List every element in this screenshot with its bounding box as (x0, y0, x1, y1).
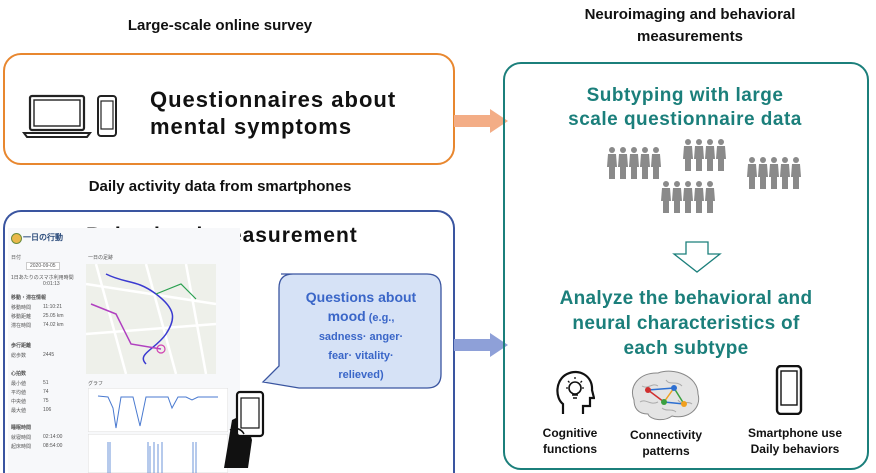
survey-header: Large-scale online survey (127, 17, 313, 34)
sleep-section: 睡眠時間 (11, 425, 32, 431)
subtyping-line1: Subtyping with large (586, 85, 784, 106)
daily-activity-header: Daily activity data from smartphones (88, 178, 352, 195)
connectivity-line1: Connectivity (629, 428, 702, 442)
down-arrow-icon (672, 241, 722, 273)
cognitive-line1: Cognitive (542, 426, 598, 440)
smartphone-label: Smartphone use Daily behaviors (730, 425, 860, 457)
bubble-text: Questions about mood (e.g., sadness· ang… (282, 288, 440, 385)
survey-title-line2: mental symptoms (150, 114, 353, 139)
heart-row-1-key: 平均値 (11, 390, 27, 396)
usage-value: 0:01:13 (43, 281, 60, 287)
head-lightbulb-icon (556, 370, 595, 414)
move-row-0-key: 移動時間 (11, 305, 32, 311)
date-value: 2020-09-05 (26, 262, 60, 270)
people-groups-icon (607, 139, 801, 213)
heart-section: 心拍数 (11, 371, 27, 377)
survey-box (3, 53, 455, 165)
move-row-2-val: 74.02 km (43, 322, 64, 328)
move-section: 移動・滞在情報 (11, 295, 47, 301)
analyze-title: Analyze the behavioral and neural charac… (510, 286, 862, 361)
app-logo (11, 233, 22, 244)
move-row-0-val: 11:10:21 (43, 304, 63, 310)
survey-title-line1: Questionnaires about (150, 87, 397, 112)
move-row-1-val: 25.05 km (43, 313, 64, 319)
neuro-box (503, 62, 869, 470)
neuro-header: Neuroimaging and behavioral measurements (584, 6, 796, 45)
cognitive-label: Cognitive functions (520, 425, 620, 457)
survey-to-neuro-arrow (454, 109, 508, 133)
sleep-row-1-val: 08:54:00 (43, 443, 63, 449)
connectivity-line2: patterns (642, 444, 690, 458)
bubble-line3: sadness· anger· (318, 331, 404, 343)
heart-row-1-val: 74 (43, 389, 49, 395)
subtyping-line2: scale questionnaire data (568, 109, 802, 130)
steps-val: 2445 (43, 352, 55, 358)
subtyping-title: Subtyping with large scale questionnaire… (520, 84, 850, 132)
bubble-eg: (e.g., (365, 312, 395, 324)
bubble-mood: mood (327, 308, 366, 324)
date-label: 日付 (11, 255, 22, 261)
heart-row-2-val: 75 (43, 398, 49, 404)
analyze-line2: neural characteristics of (572, 313, 800, 334)
behavior-to-neuro-arrow (454, 333, 508, 357)
heart-row-3-val: 106 (43, 407, 52, 413)
cognitive-line2: functions (543, 442, 597, 456)
move-row-2-key: 滞在時間 (11, 323, 32, 329)
sleep-row-0-key: 就寝時間 (11, 435, 32, 441)
analyze-line1: Analyze the behavioral and (559, 288, 813, 309)
steps-key: 総歩数 (11, 353, 27, 359)
bubble-line4: fear· vitality· (328, 350, 394, 362)
app-title: 一日の行動 (23, 233, 63, 242)
smartphone-line1: Smartphone use (747, 426, 843, 440)
survey-title: Questionnaires about mental symptoms (150, 86, 396, 140)
heart-row-3-key: 最大値 (11, 408, 27, 414)
sleep-row-0-val: 02:14:00 (43, 434, 63, 440)
graph-label: グラフ (88, 381, 104, 387)
move-row-1-key: 移動距離 (11, 314, 32, 320)
map-label: 一日の足跡 (88, 255, 114, 261)
activity-graph-top (88, 388, 228, 432)
smartphone-icon (97, 95, 117, 137)
route-map (86, 264, 216, 374)
smartphone-use-icon (775, 365, 803, 415)
connectivity-label: Connectivity patterns (616, 427, 716, 459)
bubble-line2: mood (e.g., (282, 307, 440, 328)
speech-bubble (261, 273, 442, 389)
laptop-icon (22, 94, 92, 138)
hand-holding-phone-icon (224, 390, 265, 468)
heart-row-0-key: 最小値 (11, 381, 27, 387)
bubble-line1: Questions about (305, 289, 417, 305)
brain-connectivity-icon (632, 370, 700, 421)
sleep-row-1-key: 起床時間 (11, 444, 32, 450)
steps-section: 歩行距離 (11, 343, 32, 349)
heart-row-0-val: 51 (43, 380, 49, 386)
app-screenshot: 一日の行動 日付 2020-09-05 1日あたりのスマホ利用時間 0:01:1… (8, 228, 240, 473)
analyze-line3: each subtype (623, 338, 749, 359)
usage-label: 1日あたりのスマホ利用時間 (11, 275, 74, 281)
smartphone-line2: Daily behaviors (750, 442, 840, 456)
heart-row-2-key: 中央値 (11, 399, 27, 405)
bubble-line5: relieved) (338, 369, 384, 381)
activity-graph-bottom (88, 434, 228, 473)
